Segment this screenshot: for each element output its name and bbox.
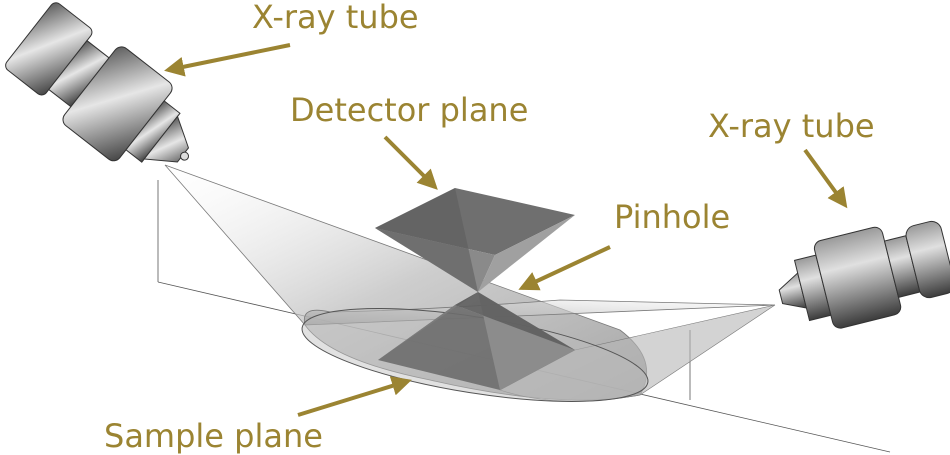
label-sample-plane: Sample plane: [104, 417, 323, 455]
label-xray-tube-left: X-ray tube: [252, 0, 419, 36]
xray-tube-right: [778, 220, 950, 329]
annotation-arrows: [164, 43, 848, 417]
arrow-pinhole: [518, 245, 611, 291]
sample-plane: [378, 292, 575, 390]
detector-plane: [375, 188, 575, 292]
label-pinhole: Pinhole: [614, 198, 730, 236]
xray-tube-left: [5, 2, 190, 163]
right-beam-cone: [303, 299, 776, 326]
arrow-xray-tube-left: [164, 43, 291, 77]
arrow-sample-plane: [297, 376, 412, 417]
arrow-detector-plane: [383, 135, 438, 190]
arrow-xray-tube-right: [803, 148, 848, 209]
label-xray-tube-right: X-ray tube: [708, 107, 875, 145]
label-detector-plane: Detector plane: [290, 91, 528, 129]
